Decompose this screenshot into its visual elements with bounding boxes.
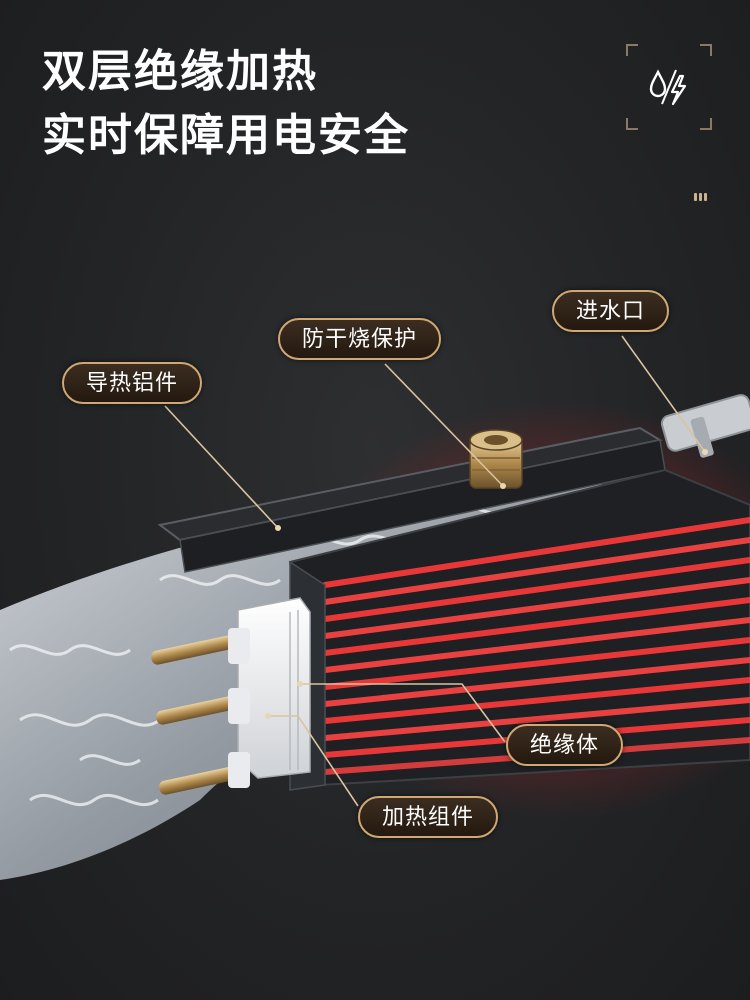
insulator-plate	[237, 597, 311, 779]
headline: 双层绝缘加热 实时保障用电安全	[42, 40, 410, 168]
headline-line-2: 实时保障用电安全	[42, 110, 410, 161]
callout-heating-assembly: 加热组件	[358, 796, 499, 838]
headline-line-1: 双层绝缘加热	[42, 46, 318, 97]
callout-water-inlet: 进水口	[552, 290, 670, 332]
decor-dots	[694, 186, 710, 201]
insulator-ribs	[289, 610, 299, 770]
frame-corner	[700, 44, 712, 56]
leader-lines	[164, 335, 706, 807]
callout-heat-conducting-aluminum: 导热铝件	[62, 362, 203, 404]
callout-dry-burn-protection: 防干烧保护	[278, 318, 442, 360]
frame-corner	[626, 118, 638, 130]
callout-insulator: 绝缘体	[506, 724, 624, 766]
frame-corner	[700, 118, 712, 130]
frame-corner	[626, 44, 638, 56]
cooling-fins	[322, 517, 750, 775]
water-inlet-fitting	[660, 394, 750, 458]
water-electricity-icon	[649, 69, 687, 106]
dry-burn-sensor	[469, 429, 523, 489]
leader-dots	[265, 449, 708, 719]
heating-pins	[151, 628, 250, 795]
badge-frame	[626, 44, 712, 130]
